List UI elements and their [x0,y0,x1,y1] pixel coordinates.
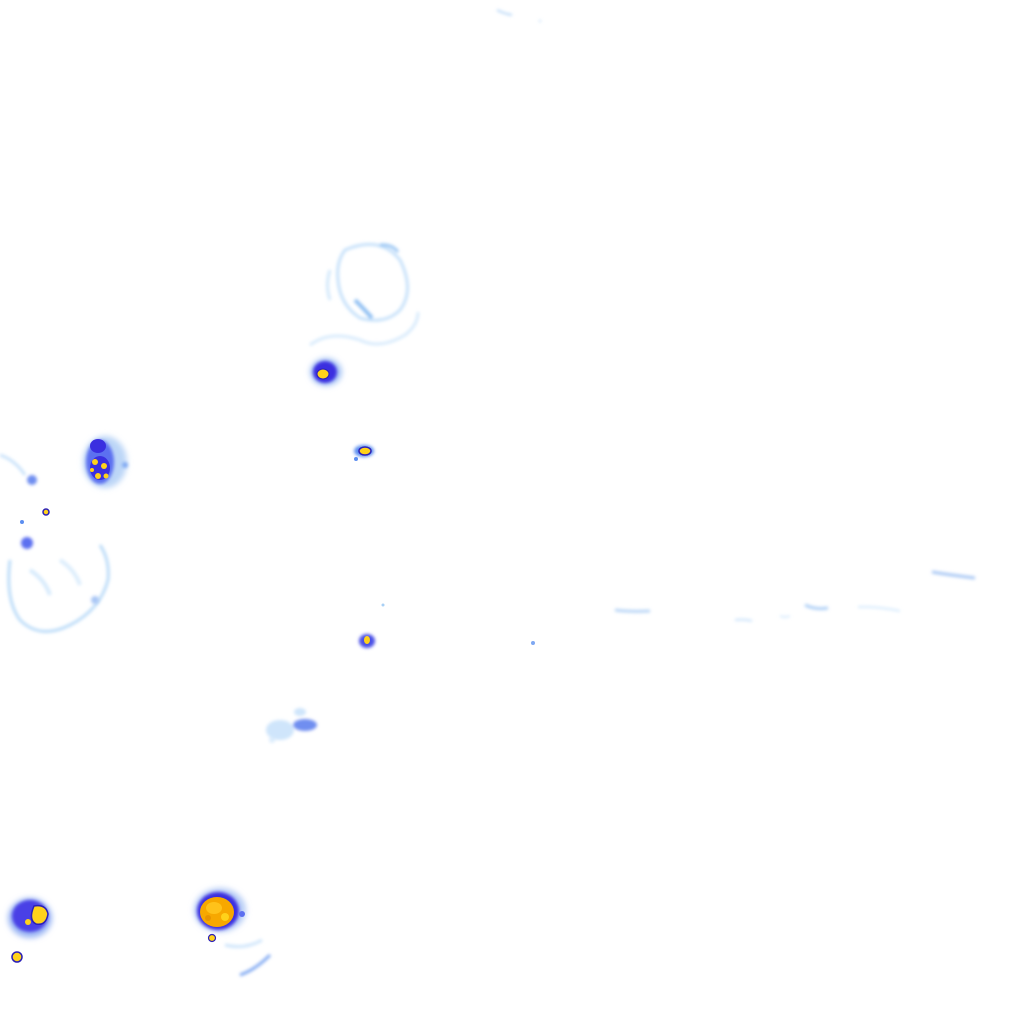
cell-outline-faint [0,453,110,633]
faint-streak-right [614,570,976,622]
nucleus-spot [359,603,535,648]
bright-cell [8,898,52,963]
bright-cell [310,358,342,386]
faint-streak-top [496,9,541,22]
nucleus-spot [354,445,374,461]
faint-streak-bottom [224,938,272,977]
debris-speck [266,708,317,743]
bright-cell-cluster [83,436,128,488]
cell-outline-faint [309,242,420,347]
debris-speck [20,475,99,604]
hot-cell-orange [194,888,246,943]
